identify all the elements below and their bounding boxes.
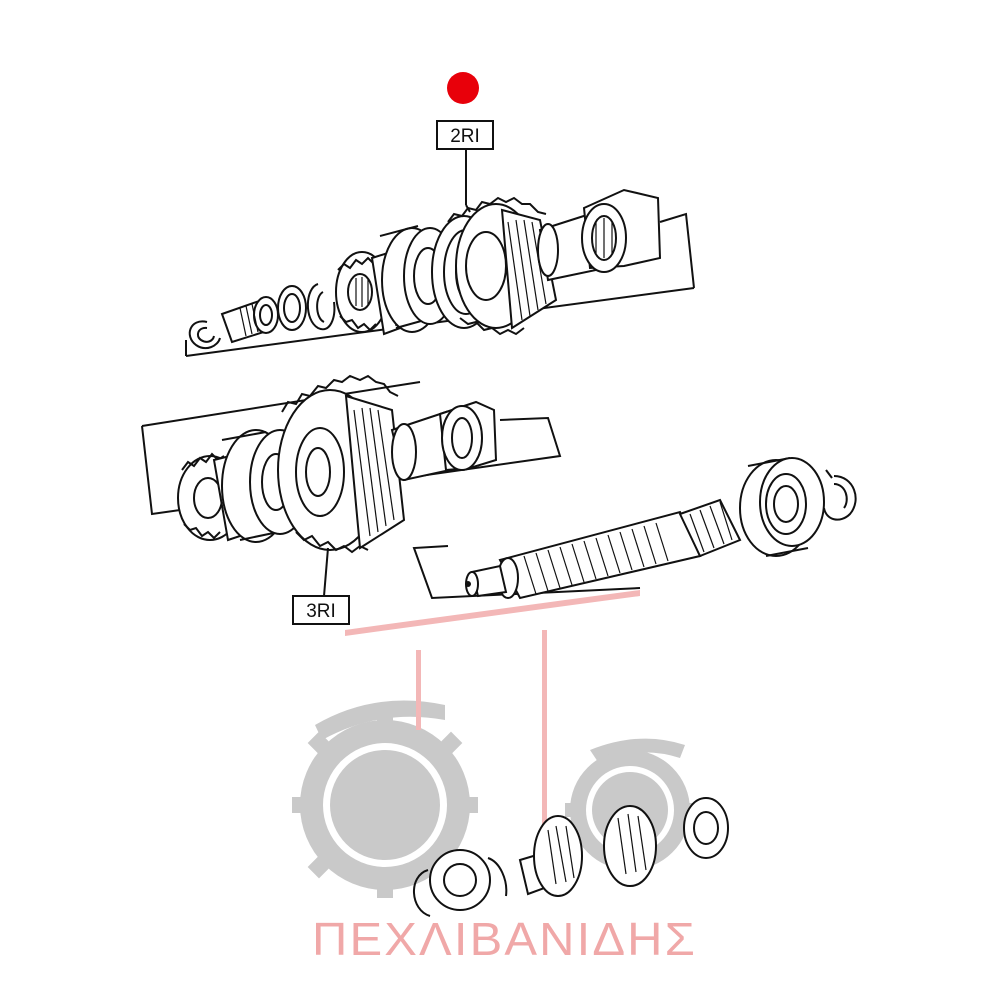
watermark-text: ΠΕΧΛΙΒΑΝΙΔΗΣ xyxy=(312,913,697,965)
callout-2ri-label: 2RI xyxy=(450,126,480,147)
callout-3ri: 3RI xyxy=(292,547,350,625)
snap-ring-left xyxy=(188,320,221,349)
main-shaft-assembly xyxy=(412,457,857,600)
bearing-cup-middle xyxy=(438,400,498,472)
snap-ring-middle xyxy=(306,283,336,331)
gear-3ri xyxy=(277,374,406,554)
watermark-logo xyxy=(292,590,695,898)
callout-3ri-label: 3RI xyxy=(306,601,336,622)
ball-bearing-main xyxy=(739,457,825,557)
upper-shaft-assembly xyxy=(185,188,695,357)
watermark-big-cog xyxy=(292,712,478,898)
red-marker-dot xyxy=(447,72,479,104)
thrust-washer-1 xyxy=(277,285,307,331)
splined-main-shaft xyxy=(465,498,742,600)
bearing-cup-upper xyxy=(581,188,662,273)
callout-2ri: 2RI xyxy=(436,120,494,213)
watermark-gear-train xyxy=(413,797,729,917)
middle-gear-assembly: 3RI xyxy=(141,374,562,625)
needle-bearing xyxy=(220,296,279,344)
snap-ring-right xyxy=(823,469,857,521)
shaft-sleeve-middle xyxy=(390,410,452,482)
